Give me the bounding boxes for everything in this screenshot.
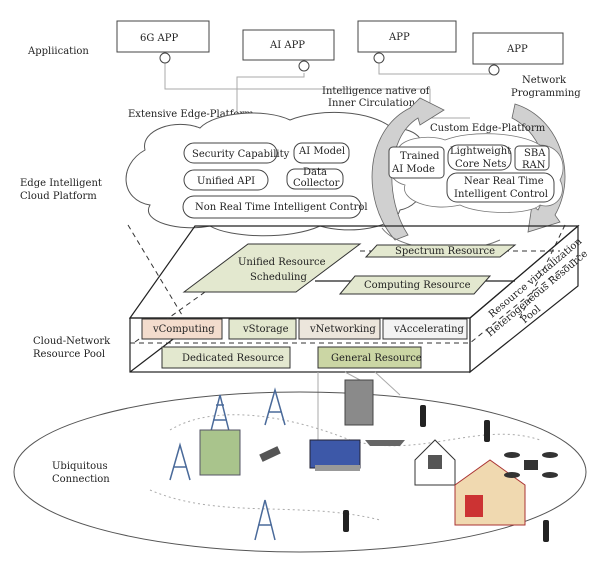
interface-circle: [488, 64, 500, 76]
building-icon: [199, 379, 374, 476]
vcomputing: vComputing: [152, 324, 215, 335]
drone-icon: [504, 452, 558, 478]
svg-text:Security Capability: Security Capability: [192, 149, 290, 160]
extensive-edge-label: Extensive Edge-Platform: [128, 109, 254, 120]
app-generic-2: APP: [472, 32, 564, 76]
cell-tower-icons: [169, 387, 286, 541]
svg-text:APP: APP: [388, 32, 410, 43]
satellite-icon: [259, 446, 281, 462]
svg-text:6G APP: 6G APP: [140, 33, 178, 44]
projection-line-left: [127, 224, 186, 321]
app-ai: AI APP: [242, 29, 335, 72]
custom-edge-label: Custom Edge-Platform: [430, 123, 546, 134]
vnetworking: vNetworking: [309, 324, 376, 335]
app-6g: 6G APP: [116, 20, 210, 64]
data-center-icon: [309, 439, 361, 471]
antenna-icons: [343, 405, 549, 542]
extensive-edge-items: Security Capability AI Model Unified API…: [182, 142, 368, 219]
dedicated-resource: Dedicated Resource: [182, 353, 284, 364]
interface-circle: [373, 52, 385, 64]
vstorage: vStorage: [242, 324, 289, 335]
app-generic-1: APP: [357, 20, 457, 64]
interface-circle: [159, 52, 171, 64]
layer-label-application: Appliication: [27, 46, 89, 57]
computing-resource: Computing Resource: [364, 280, 471, 291]
svg-text:AI Model: AI Model: [298, 146, 345, 157]
spectrum-resource: Spectrum Resource: [395, 246, 495, 257]
svg-text:APP: APP: [506, 44, 528, 55]
connection-ellipse: [13, 391, 587, 553]
interface-circle: [298, 60, 310, 72]
svg-text:Non Real Time Intelligent Cont: Non Real Time Intelligent Control: [195, 202, 368, 213]
resource-pool-box: [128, 224, 580, 374]
home-icon: [414, 439, 456, 486]
general-resource: General Resource: [331, 353, 422, 364]
svg-text:Unified API: Unified API: [197, 176, 255, 187]
ship-icon: [365, 440, 405, 446]
vaccelerating: vAccelerating: [393, 324, 465, 335]
svg-text:AI APP: AI APP: [269, 40, 305, 51]
smart-home-icon: [454, 459, 526, 526]
